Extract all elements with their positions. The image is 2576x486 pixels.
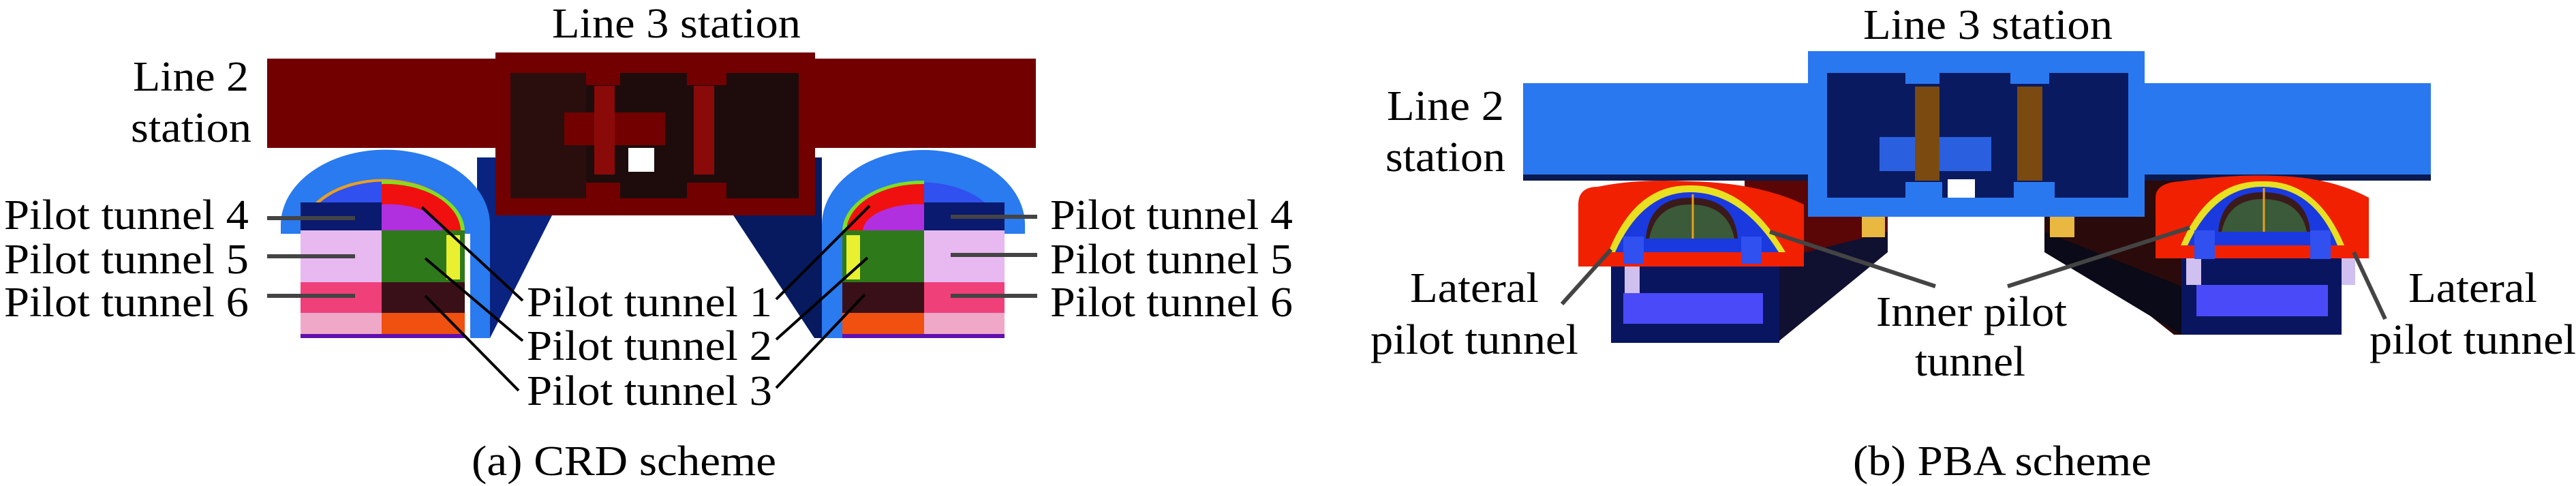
line2-station-label-1: Line 2 xyxy=(1387,83,1504,130)
crd-tunnel-right xyxy=(822,150,1025,338)
pba-wedge-right-lower xyxy=(2044,232,2181,335)
panel-crd: Line 3 station Line 2 station Pilot tunn… xyxy=(4,1,1293,485)
leader-3-left xyxy=(424,294,520,392)
panel-pba: Line 3 station Line 2 station Lateral pi… xyxy=(1370,2,2576,485)
caption-pba: (b) PBA scheme xyxy=(1853,438,2151,485)
leader-lateral-right xyxy=(2352,251,2387,320)
leader-3-right xyxy=(775,293,866,389)
line2-station-label-1: Line 2 xyxy=(133,54,249,100)
label-pilot-tunnel-4-right: Pilot tunnel 4 xyxy=(1050,192,1293,239)
label-lateral-left-1: Lateral xyxy=(1410,265,1539,312)
leader-1-right xyxy=(775,204,871,301)
strut-left xyxy=(1862,217,1885,237)
line2-station-label-2: station xyxy=(131,105,251,151)
leader-2-right xyxy=(775,256,869,341)
leader-inner-left xyxy=(1769,230,1936,288)
label-lateral-left-2: pilot tunnel xyxy=(1370,317,1578,363)
label-lateral-right-2: pilot tunnel xyxy=(2370,317,2576,363)
leader-lateral-left xyxy=(1560,247,1613,306)
leader-2-left xyxy=(424,257,524,342)
line3-station-label: Line 3 station xyxy=(552,1,801,47)
pba-tunnel-right xyxy=(2156,175,2369,335)
strut-right xyxy=(2050,217,2074,237)
leader-inner-right xyxy=(2007,226,2190,288)
label-inner-2: tunnel xyxy=(1915,339,2025,385)
label-pilot-tunnel-5-right: Pilot tunnel 5 xyxy=(1050,237,1293,283)
label-pilot-tunnel-5-left: Pilot tunnel 5 xyxy=(4,237,249,283)
caption-crd: (a) CRD scheme xyxy=(472,438,776,485)
label-pilot-tunnel-1: Pilot tunnel 1 xyxy=(527,279,772,326)
pba-tunnel-left xyxy=(1578,181,1804,343)
line3-station-box xyxy=(1808,51,2145,217)
label-inner-1: Inner pilot xyxy=(1876,289,2067,335)
line2-station-label-2: station xyxy=(1385,134,1505,181)
label-pilot-tunnel-3: Pilot tunnel 3 xyxy=(527,368,772,414)
label-pilot-tunnel-6-left: Pilot tunnel 6 xyxy=(4,279,249,326)
label-pilot-tunnel-2: Pilot tunnel 2 xyxy=(527,323,772,369)
line3-station-label: Line 3 station xyxy=(1863,2,2113,48)
label-pilot-tunnel-4-left: Pilot tunnel 4 xyxy=(4,192,249,239)
line3-station-box xyxy=(495,52,815,215)
label-pilot-tunnel-6-right: Pilot tunnel 6 xyxy=(1050,279,1293,326)
pba-wedge-left-lower xyxy=(1779,232,1888,341)
crd-tunnel-left xyxy=(281,149,490,339)
label-lateral-right-1: Lateral xyxy=(2408,265,2537,312)
leader-1-left xyxy=(420,206,524,302)
